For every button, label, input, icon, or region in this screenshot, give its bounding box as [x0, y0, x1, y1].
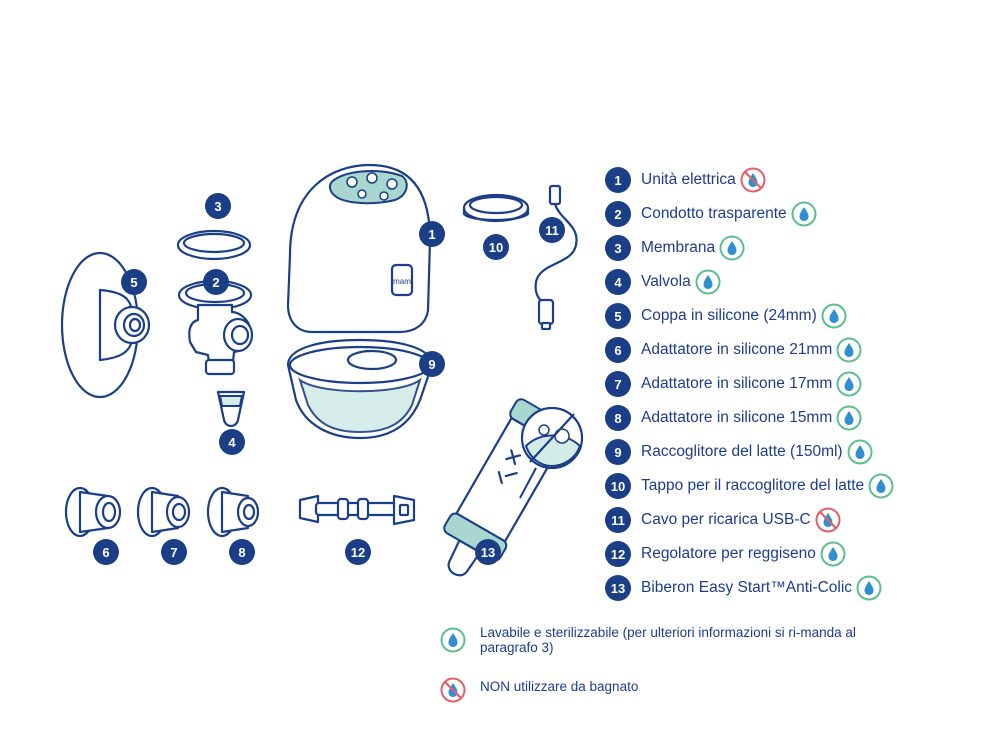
legend-label: Condotto trasparente	[641, 205, 787, 222]
legend-item: 2 Condotto trasparente	[605, 199, 817, 229]
svg-text:13: 13	[481, 545, 495, 560]
legend-label: Coppa in silicone (24mm)	[641, 307, 817, 324]
device-brand-label: mam	[393, 277, 411, 286]
svg-text:7: 7	[170, 545, 177, 560]
svg-text:12: 12	[351, 545, 365, 560]
legend-number-badge: 2	[605, 201, 631, 227]
legend-number-badge: 4	[605, 269, 631, 295]
note-washable: Lavabile e sterilizzabile (per ulteriori…	[440, 625, 880, 655]
silicone-cup-illustration	[60, 251, 151, 399]
badge-7: 7	[161, 539, 187, 565]
legend-item: 12 Regolatore per reggiseno	[605, 539, 846, 569]
legend-number-badge: 6	[605, 337, 631, 363]
washable-drop-icon	[836, 337, 862, 363]
washable-drop-icon	[856, 575, 882, 601]
legend-item: 9 Raccoglitore del latte (150ml)	[605, 437, 873, 467]
svg-text:10: 10	[489, 240, 503, 255]
legend-item: 7 Adattatore in silicone 17mm	[605, 369, 862, 399]
legend-number-badge: 3	[605, 235, 631, 261]
washable-drop-icon	[836, 371, 862, 397]
legend-item: 3 Membrana	[605, 233, 745, 263]
svg-text:5: 5	[130, 275, 137, 290]
no-water-icon	[740, 167, 766, 193]
badge-8: 8	[229, 539, 255, 565]
legend-item: 1 Unità elettrica	[605, 165, 766, 195]
svg-text:8: 8	[238, 545, 245, 560]
legend-number-badge: 5	[605, 303, 631, 329]
washable-drop-icon	[836, 405, 862, 431]
legend-number-badge: 11	[605, 507, 631, 533]
note-not-wet: NON utilizzare da bagnato	[440, 675, 880, 703]
washable-drop-icon	[791, 201, 817, 227]
washable-drop-icon	[719, 235, 745, 261]
legend-number-badge: 1	[605, 167, 631, 193]
legend-number-badge: 9	[605, 439, 631, 465]
milk-collector-illustration	[286, 338, 434, 440]
washable-drop-icon	[820, 541, 846, 567]
legend-number-badge: 8	[605, 405, 631, 431]
legend-item: 4 Valvola	[605, 267, 721, 297]
legend-item: 8 Adattatore in silicone 15mm	[605, 403, 862, 433]
washable-drop-icon	[868, 473, 894, 499]
legend-label: Adattatore in silicone 17mm	[641, 375, 833, 392]
legend-label: Raccoglitore del latte (150ml)	[641, 443, 843, 460]
note-not-wet-text: NON utilizzare da bagnato	[480, 679, 639, 694]
membrane-illustration	[176, 229, 252, 261]
svg-text:3: 3	[214, 199, 221, 214]
washable-drop-icon	[821, 303, 847, 329]
washable-drop-icon	[695, 269, 721, 295]
legend-label: Adattatore in silicone 21mm	[641, 341, 833, 358]
legend-number-badge: 13	[605, 575, 631, 601]
legend-label: Regolatore per reggiseno	[641, 545, 816, 562]
legend-label: Adattatore in silicone 15mm	[641, 409, 833, 426]
legend-number-badge: 12	[605, 541, 631, 567]
legend-number-badge: 7	[605, 371, 631, 397]
badge-3: 3	[205, 193, 231, 219]
svg-text:1: 1	[428, 227, 435, 242]
electric-unit-illustration: mam	[286, 163, 432, 334]
legend-label: Tappo per il raccoglitore del latte	[641, 477, 865, 494]
badge-2: 2	[203, 269, 229, 295]
svg-text:11: 11	[545, 223, 559, 238]
badge-10: 10	[483, 234, 509, 260]
valve-illustration	[216, 390, 246, 428]
washable-drop-icon	[847, 439, 873, 465]
no-water-icon	[815, 507, 841, 533]
legend-label: Cavo per ricarica USB-C	[641, 511, 811, 528]
legend-label: Biberon Easy Start™Anti-Colic	[641, 579, 853, 596]
note-washable-text: Lavabile e sterilizzabile (per ulteriori…	[480, 625, 856, 655]
collector-cap-illustration	[462, 193, 530, 223]
legend-number-badge: 10	[605, 473, 631, 499]
svg-text:2: 2	[212, 275, 219, 290]
adapter-21mm-illustration	[64, 486, 122, 538]
washable-drop-icon	[440, 627, 466, 653]
badge-11: 11	[539, 217, 565, 243]
legend-item: 5 Coppa in silicone (24mm)	[605, 301, 847, 331]
no-water-icon	[440, 677, 466, 703]
badge-12: 12	[345, 539, 371, 565]
conduit-illustration	[177, 279, 254, 376]
usb-cable-illustration	[534, 184, 578, 331]
legend-item: 6 Adattatore in silicone 21mm	[605, 335, 862, 365]
badge-5: 5	[121, 269, 147, 295]
adapter-15mm-illustration	[206, 486, 260, 538]
badge-4: 4	[219, 429, 245, 455]
adapter-17mm-illustration	[136, 486, 191, 538]
parts-diagram: mam	[60, 163, 584, 577]
legend-item: 11 Cavo per ricarica USB-C	[605, 505, 841, 535]
legend-item: 13 Biberon Easy Start™Anti-Colic	[605, 573, 882, 603]
bottle-illustration	[443, 398, 584, 577]
legend-item: 10 Tappo per il raccoglitore del latte	[605, 471, 894, 501]
badge-9: 9	[419, 351, 445, 377]
badge-1: 1	[419, 221, 445, 247]
legend-label: Unità elettrica	[641, 171, 736, 188]
svg-text:4: 4	[228, 435, 236, 450]
badge-13: 13	[475, 539, 501, 565]
svg-text:9: 9	[428, 357, 435, 372]
bra-adjuster-illustration	[298, 494, 416, 526]
legend-label: Membrana	[641, 239, 716, 256]
badge-6: 6	[93, 539, 119, 565]
svg-text:6: 6	[102, 545, 109, 560]
legend-label: Valvola	[641, 273, 691, 290]
